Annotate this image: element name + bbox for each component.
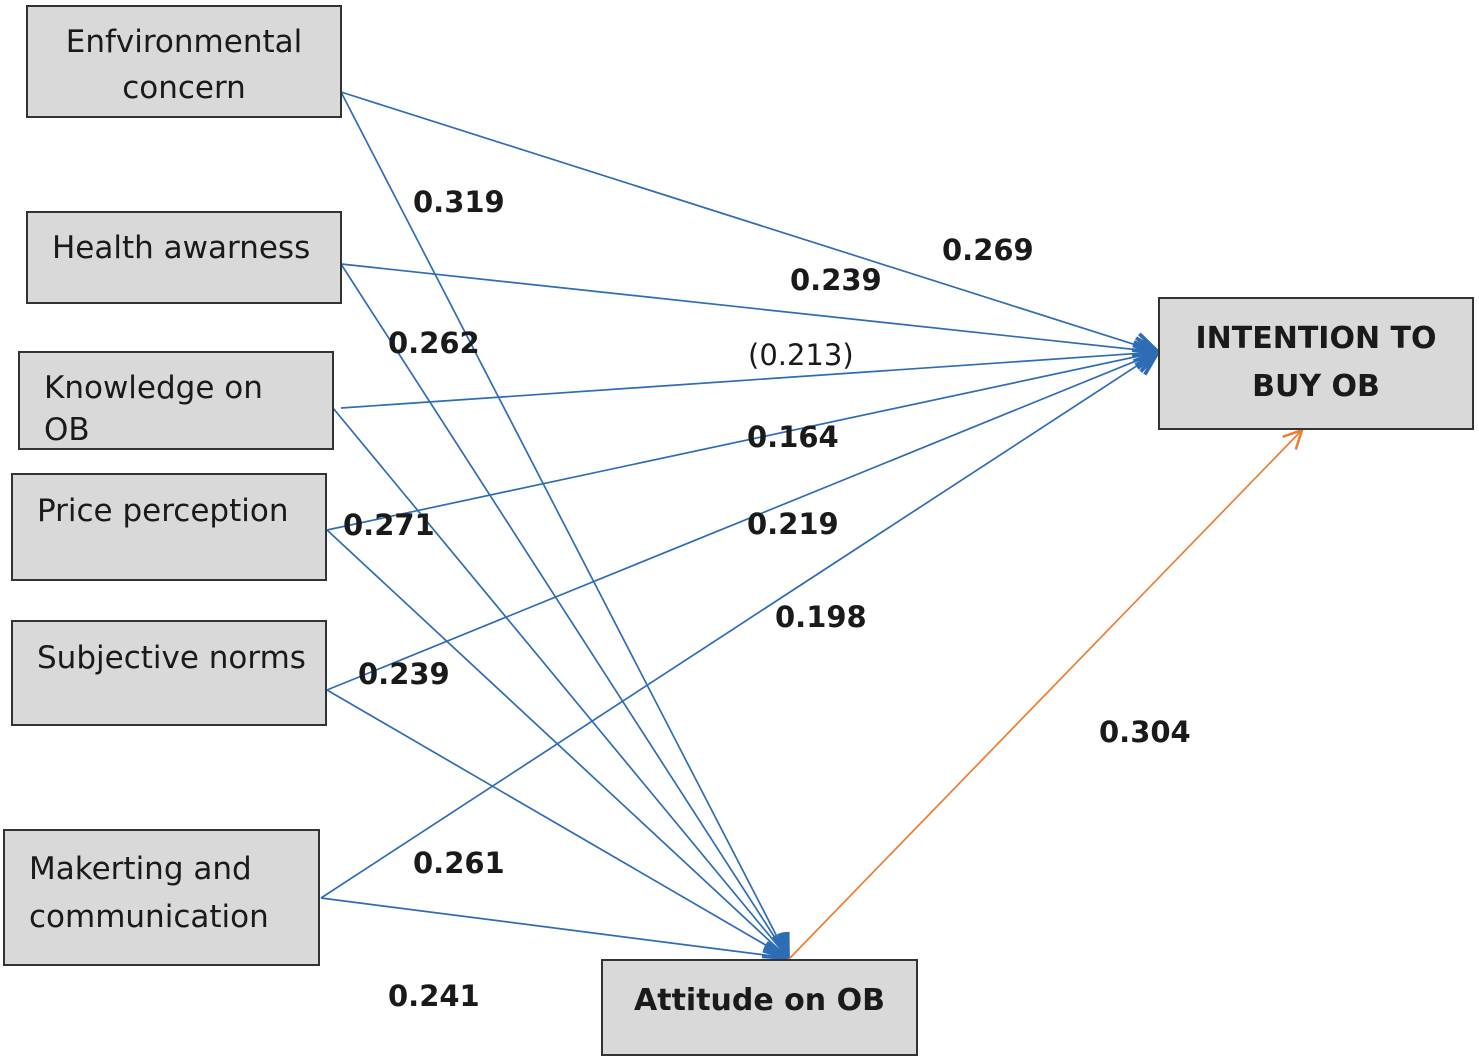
node-attitude: Attitude on OB (601, 959, 918, 1056)
arrow-price-to-intention (326, 352, 1158, 531)
node-subjective-norms: Subjective norms (11, 620, 327, 726)
node-label: Attitude on OB (634, 983, 885, 1018)
coef-norms-to-intention: 0.219 (747, 507, 839, 541)
arrow-env-to-attitude (340, 91, 788, 958)
node-label: Makerting and communication (29, 851, 269, 935)
node-health-awareness: Health awarness (26, 211, 342, 304)
node-environmental-concern: Enfvironmental concern (26, 5, 342, 118)
arrow-knowledge-to-intention (340, 352, 1158, 409)
arrow-knowledge-to-attitude (332, 407, 788, 958)
arrow-health-to-attitude (340, 263, 788, 958)
coef-knowledge-to-intention: (0.213) (748, 338, 854, 372)
node-label: Health awarness (52, 230, 311, 266)
arrow-norms-to-intention (326, 352, 1158, 691)
coef-env-to-intention: 0.269 (942, 233, 1034, 267)
node-price-perception: Price perception (11, 473, 327, 581)
node-label: Subjective norms (37, 640, 306, 676)
coef-knowledge-to-attitude: 0.241 (388, 979, 480, 1013)
coef-norms-to-attitude: 0.239 (358, 657, 450, 691)
node-label: Price perception (37, 493, 289, 529)
node-label: INTENTION TO BUY OB (1195, 321, 1437, 404)
coef-health-to-attitude: 0.262 (388, 326, 480, 360)
arrow-marketing-to-intention (320, 352, 1158, 899)
coef-health-to-intention: 0.239 (790, 263, 882, 297)
coef-price-to-intention: 0.164 (747, 420, 839, 454)
coef-marketing-to-intention: 0.198 (775, 600, 867, 634)
arrow-price-to-attitude (326, 529, 788, 958)
coef-attitude-to-intention: 0.304 (1099, 715, 1191, 749)
node-knowledge: Knowledge on OB (18, 351, 334, 450)
coef-env-to-attitude: 0.319 (413, 185, 505, 219)
coef-marketing-to-attitude: 0.261 (413, 846, 505, 880)
node-marketing: Makerting and communication (3, 829, 320, 966)
coef-price-to-attitude: 0.271 (343, 508, 435, 542)
node-label: Enfvironmental concern (65, 24, 303, 106)
arrow-env-to-intention (340, 91, 1158, 352)
node-intention: INTENTION TO BUY OB (1158, 297, 1474, 430)
arrow-marketing-to-attitude (320, 897, 788, 958)
node-label: Knowledge on OB (44, 370, 263, 448)
arrow-health-to-intention (340, 263, 1158, 352)
arrow-norms-to-attitude (326, 689, 788, 958)
arrow-attitude-to-intention (787, 430, 1302, 961)
